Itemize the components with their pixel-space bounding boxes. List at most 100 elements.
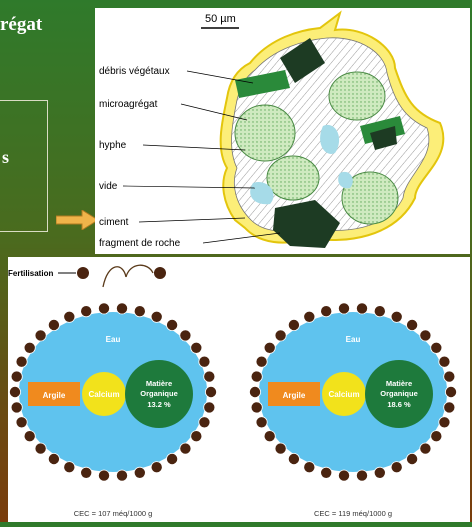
cation-ion bbox=[444, 371, 455, 382]
exchange-arrow bbox=[103, 267, 126, 287]
cation-ion bbox=[151, 311, 162, 322]
cation-ion bbox=[288, 453, 299, 464]
calcium-label: Calcium bbox=[88, 390, 119, 399]
cation-ion bbox=[439, 417, 450, 428]
cation-ion bbox=[116, 303, 127, 314]
cation-ion bbox=[180, 443, 191, 454]
cation-ion bbox=[16, 356, 27, 367]
cation-ion bbox=[275, 330, 286, 341]
cation-ion bbox=[35, 330, 46, 341]
released-ion bbox=[154, 267, 166, 279]
aggregate-diagram: 50 µm débris végétaux microagrégat hyphe… bbox=[95, 8, 470, 254]
cation-ion bbox=[134, 306, 145, 317]
cation-ion bbox=[275, 443, 286, 454]
cation-ion bbox=[98, 470, 109, 481]
cation-ion bbox=[64, 311, 75, 322]
cation-ion bbox=[167, 453, 178, 464]
organic-matter-label: 18.6 % bbox=[387, 400, 411, 409]
microaggregate bbox=[329, 72, 385, 120]
cation-ion bbox=[338, 470, 349, 481]
cation-ion bbox=[134, 467, 145, 478]
cation-ion bbox=[11, 402, 22, 413]
text-panel: s bbox=[0, 100, 48, 232]
cation-ion bbox=[81, 306, 92, 317]
cation-ion bbox=[249, 386, 260, 397]
cation-ion bbox=[116, 470, 127, 481]
cation-ion bbox=[304, 311, 315, 322]
cation-ion bbox=[256, 417, 267, 428]
cation-ion bbox=[321, 467, 332, 478]
panel-text: s bbox=[2, 147, 9, 168]
fertilisation-label: Fertilisation bbox=[8, 269, 53, 278]
cation-ion bbox=[420, 330, 431, 341]
scale-label: 50 µm bbox=[205, 13, 236, 25]
cation-ion bbox=[35, 443, 46, 454]
cec-right: CEC = 119 méq/1000 g bbox=[314, 509, 392, 518]
cation-ion bbox=[356, 470, 367, 481]
cation-ion bbox=[48, 319, 59, 330]
cation-ion bbox=[256, 356, 267, 367]
cation-ion bbox=[264, 431, 275, 442]
clay-label: Argile bbox=[43, 391, 66, 400]
cation-ion bbox=[11, 371, 22, 382]
cation-ion bbox=[431, 342, 442, 353]
organic-matter-label: Organique bbox=[380, 389, 418, 398]
cation-ion bbox=[288, 319, 299, 330]
label-microaggregate: microagrégat bbox=[99, 99, 158, 110]
cation-ion bbox=[81, 467, 92, 478]
cation-ion bbox=[167, 319, 178, 330]
cation-ion bbox=[204, 371, 215, 382]
organic-matter-label: Organique bbox=[140, 389, 178, 398]
cation-ion bbox=[407, 319, 418, 330]
label-rock: fragment de roche bbox=[99, 238, 181, 249]
cation-ion bbox=[151, 462, 162, 473]
label-ciment: ciment bbox=[99, 217, 129, 228]
cation-ion bbox=[191, 342, 202, 353]
pointer-arrow bbox=[56, 210, 98, 230]
cation-ion bbox=[251, 371, 262, 382]
water-label: Eau bbox=[106, 335, 121, 344]
cation-ion bbox=[251, 402, 262, 413]
slide-title: régat bbox=[0, 14, 42, 36]
clay-label: Argile bbox=[283, 391, 306, 400]
organic-matter-label: Matière bbox=[386, 379, 412, 388]
fertilisation-ion bbox=[77, 267, 89, 279]
cation-ion bbox=[180, 330, 191, 341]
label-vide: vide bbox=[99, 181, 118, 192]
cation-ion bbox=[204, 402, 215, 413]
cation-ion bbox=[24, 431, 35, 442]
cation-ion bbox=[48, 453, 59, 464]
cation-ion bbox=[338, 303, 349, 314]
cation-ion bbox=[264, 342, 275, 353]
cation-ion bbox=[391, 311, 402, 322]
cation-ion bbox=[199, 356, 210, 367]
calcium-label: Calcium bbox=[328, 390, 359, 399]
cation-ion bbox=[374, 467, 385, 478]
cation-ion bbox=[9, 386, 20, 397]
cation-ion bbox=[24, 342, 35, 353]
cation-ion bbox=[374, 306, 385, 317]
cation-ion bbox=[191, 431, 202, 442]
water-label: Eau bbox=[346, 335, 361, 344]
cation-ion bbox=[420, 443, 431, 454]
cation-ion bbox=[391, 462, 402, 473]
microaggregate bbox=[235, 105, 295, 161]
cation-ion bbox=[304, 462, 315, 473]
cation-ion bbox=[98, 303, 109, 314]
label-debris: débris végétaux bbox=[99, 66, 170, 77]
cec-left: CEC = 107 méq/1000 g bbox=[74, 509, 153, 518]
cation-ion bbox=[431, 431, 442, 442]
organic-matter-label: 13.2 % bbox=[147, 400, 171, 409]
microaggregate bbox=[267, 156, 319, 200]
cation-ion bbox=[321, 306, 332, 317]
cation-ion bbox=[407, 453, 418, 464]
cation-ion bbox=[64, 462, 75, 473]
cation-ion bbox=[199, 417, 210, 428]
organic-matter-label: Matière bbox=[146, 379, 172, 388]
exchange-arrow bbox=[126, 265, 153, 277]
cation-ion bbox=[205, 386, 216, 397]
cation-ion bbox=[16, 417, 27, 428]
label-hyphe: hyphe bbox=[99, 140, 127, 151]
